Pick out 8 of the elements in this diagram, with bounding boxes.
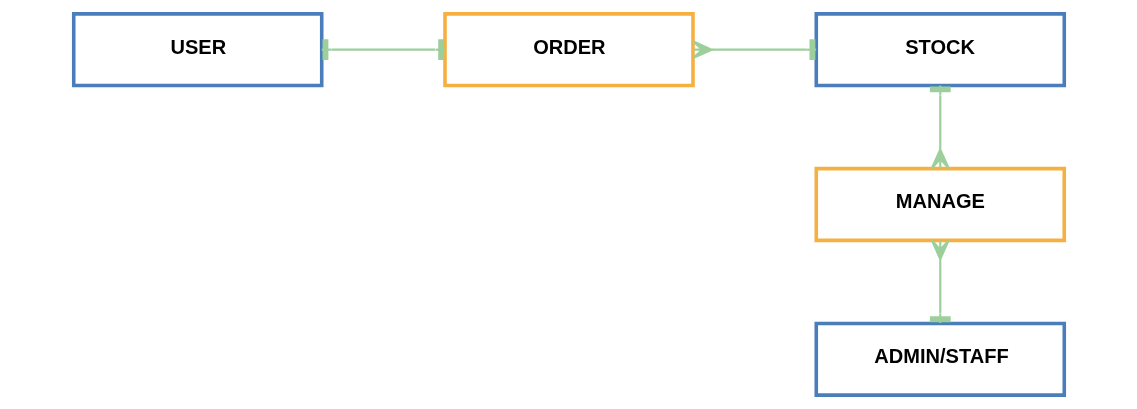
node-box: USER	[71, 12, 324, 88]
node-box: STOCK	[814, 12, 1066, 88]
connector	[691, 39, 816, 61]
node-box: MANAGE	[814, 166, 1066, 243]
connector	[929, 85, 951, 170]
node-box: ADMIN/STAFF	[814, 321, 1066, 397]
node-box: ORDER	[442, 12, 695, 88]
connector	[929, 239, 951, 323]
